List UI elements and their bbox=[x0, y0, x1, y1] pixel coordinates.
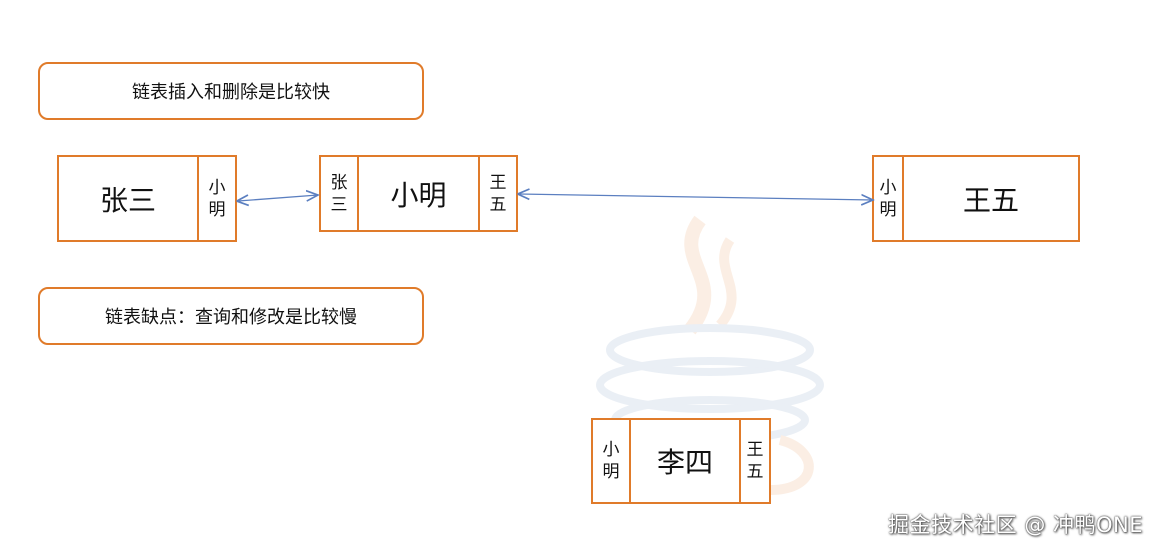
node-lisi: 小明 李四 王五 bbox=[591, 418, 771, 504]
watermark-text: 掘金技术社区 @ 冲鸭ONE bbox=[888, 509, 1143, 539]
node-xiaoming-next: 王五 bbox=[478, 157, 516, 230]
node-lisi-label: 李四 bbox=[657, 441, 713, 481]
node-wangwu: 小明 王五 bbox=[872, 155, 1080, 242]
advantage-callout: 链表插入和删除是比较快 bbox=[38, 62, 424, 120]
node-zhangsan: 张三 小明 bbox=[57, 155, 237, 242]
node-xiaoming: 张三 小明 王五 bbox=[319, 155, 518, 232]
node-zhangsan-label: 张三 bbox=[100, 179, 156, 219]
link-zhangsan-xiaoming bbox=[238, 195, 318, 201]
node-zhangsan-value: 张三 bbox=[59, 157, 199, 240]
node-xiaoming-value: 小明 bbox=[359, 157, 478, 230]
node-xiaoming-prev: 张三 bbox=[321, 157, 359, 230]
advantage-text: 链表插入和删除是比较快 bbox=[132, 78, 330, 104]
node-lisi-next-label: 王五 bbox=[747, 439, 764, 483]
disadvantage-callout: 链表缺点：查询和修改是比较慢 bbox=[38, 287, 424, 345]
node-lisi-next: 王五 bbox=[739, 420, 769, 502]
node-zhangsan-next-label: 小明 bbox=[209, 177, 226, 221]
disadvantage-text: 链表缺点：查询和修改是比较慢 bbox=[105, 303, 357, 329]
node-zhangsan-next: 小明 bbox=[199, 157, 235, 240]
node-xiaoming-next-label: 王五 bbox=[490, 172, 507, 216]
node-xiaoming-prev-label: 张三 bbox=[331, 172, 348, 216]
node-xiaoming-label: 小明 bbox=[390, 174, 446, 214]
node-wangwu-label: 王五 bbox=[963, 179, 1019, 219]
node-wangwu-prev: 小明 bbox=[874, 157, 904, 240]
node-lisi-prev-label: 小明 bbox=[603, 439, 620, 483]
node-lisi-prev: 小明 bbox=[593, 420, 631, 502]
node-wangwu-value: 王五 bbox=[904, 157, 1078, 240]
node-lisi-value: 李四 bbox=[631, 420, 739, 502]
node-wangwu-prev-label: 小明 bbox=[880, 177, 897, 221]
